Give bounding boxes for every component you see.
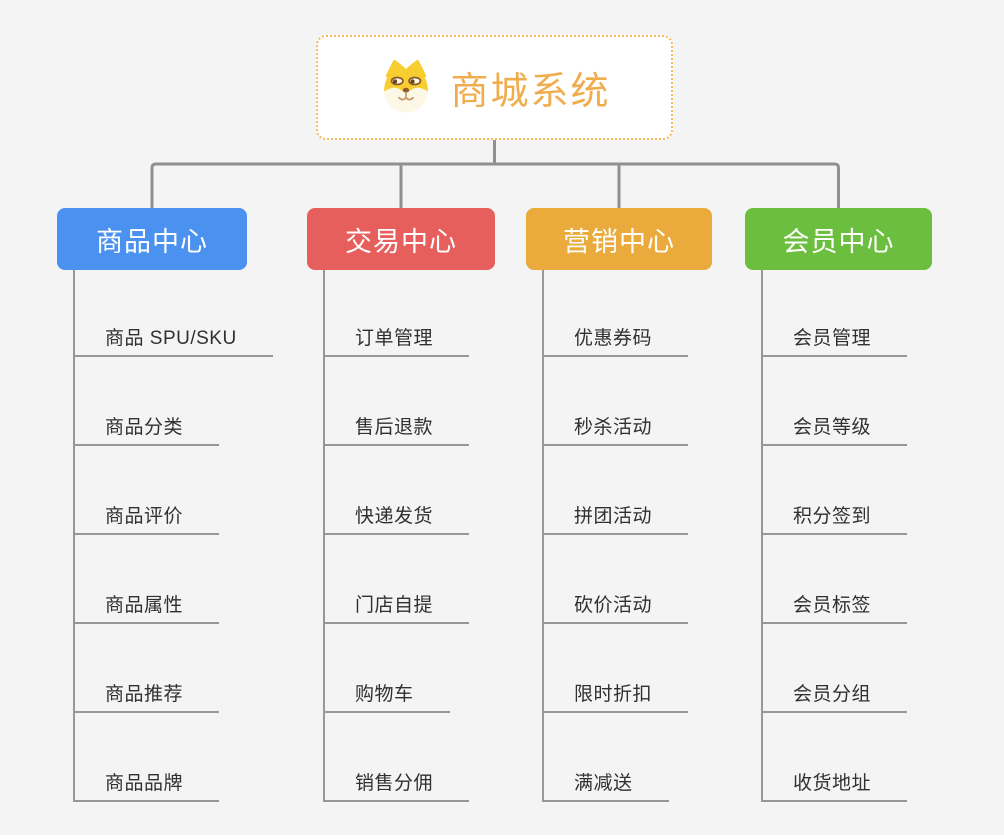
child-node-member-center-5[interactable]: 收货地址	[761, 764, 908, 802]
child-node-label: 会员分组	[793, 684, 872, 705]
child-node-product-center-0[interactable]: 商品 SPU/SKU	[73, 319, 273, 357]
branch-node-member-center[interactable]: 会员中心	[745, 208, 932, 270]
child-node-label: 满减送	[574, 773, 633, 794]
child-node-trade-center-1[interactable]: 售后退款	[323, 408, 470, 446]
child-node-label: 秒杀活动	[574, 417, 653, 438]
child-node-label: 商品品牌	[105, 773, 184, 794]
child-node-product-center-3[interactable]: 商品属性	[73, 586, 220, 624]
child-node-trade-center-2[interactable]: 快递发货	[323, 497, 470, 535]
child-node-label: 商品推荐	[105, 684, 184, 705]
branch-node-label: 会员中心	[782, 226, 895, 257]
child-node-label: 会员等级	[793, 417, 872, 438]
child-node-product-center-4[interactable]: 商品推荐	[73, 675, 220, 713]
shiba-dog-icon	[378, 59, 434, 116]
child-node-label: 购物车	[355, 684, 414, 705]
child-node-label: 砍价活动	[574, 595, 653, 616]
child-node-label: 积分签到	[793, 506, 872, 527]
child-node-trade-center-3[interactable]: 门店自提	[323, 586, 470, 624]
child-node-label: 拼团活动	[574, 506, 653, 527]
child-node-marketing-center-3[interactable]: 砍价活动	[542, 586, 689, 624]
child-node-label: 优惠券码	[574, 328, 653, 349]
branch-node-product-center[interactable]: 商品中心	[57, 208, 247, 270]
child-node-marketing-center-2[interactable]: 拼团活动	[542, 497, 689, 535]
branch-vertical-line-product-center	[73, 270, 75, 802]
branch-node-label: 商品中心	[96, 226, 208, 257]
child-node-trade-center-4[interactable]: 购物车	[323, 675, 450, 713]
child-node-marketing-center-1[interactable]: 秒杀活动	[542, 408, 689, 446]
branch-node-label: 交易中心	[345, 226, 457, 257]
child-node-label: 商品属性	[105, 595, 184, 616]
child-node-label: 订单管理	[355, 328, 434, 349]
child-node-label: 限时折扣	[574, 684, 653, 705]
branch-vertical-line-trade-center	[323, 270, 325, 802]
child-node-label: 商品分类	[105, 417, 184, 438]
child-node-product-center-5[interactable]: 商品品牌	[73, 764, 220, 802]
child-node-label: 收货地址	[793, 773, 872, 794]
branch-node-trade-center[interactable]: 交易中心	[307, 208, 495, 270]
child-node-label: 会员标签	[793, 595, 872, 616]
child-node-label: 门店自提	[355, 595, 434, 616]
branch-node-label: 营销中心	[563, 226, 675, 257]
child-node-member-center-3[interactable]: 会员标签	[761, 586, 908, 624]
canvas-bottom-edge	[0, 835, 1004, 840]
child-node-label: 商品 SPU/SKU	[105, 328, 237, 349]
child-node-member-center-2[interactable]: 积分签到	[761, 497, 908, 535]
child-node-trade-center-5[interactable]: 销售分佣	[323, 764, 470, 802]
branch-vertical-line-member-center	[761, 270, 763, 802]
root-node[interactable]: 商城系统	[316, 35, 673, 140]
child-node-marketing-center-4[interactable]: 限时折扣	[542, 675, 689, 713]
child-node-marketing-center-0[interactable]: 优惠券码	[542, 319, 689, 357]
child-node-trade-center-0[interactable]: 订单管理	[323, 319, 470, 357]
child-node-product-center-2[interactable]: 商品评价	[73, 497, 220, 535]
child-node-member-center-1[interactable]: 会员等级	[761, 408, 908, 446]
child-node-label: 会员管理	[793, 328, 872, 349]
child-node-label: 商品评价	[105, 506, 184, 527]
child-node-member-center-0[interactable]: 会员管理	[761, 319, 908, 357]
child-node-marketing-center-5[interactable]: 满减送	[542, 764, 669, 802]
child-node-label: 销售分佣	[355, 773, 434, 794]
child-node-label: 快递发货	[355, 506, 434, 527]
child-node-label: 售后退款	[355, 417, 434, 438]
child-node-product-center-1[interactable]: 商品分类	[73, 408, 220, 446]
branch-vertical-line-marketing-center	[542, 270, 544, 802]
child-node-member-center-4[interactable]: 会员分组	[761, 675, 908, 713]
branch-node-marketing-center[interactable]: 营销中心	[526, 208, 712, 270]
root-node-label: 商城系统	[450, 71, 611, 113]
